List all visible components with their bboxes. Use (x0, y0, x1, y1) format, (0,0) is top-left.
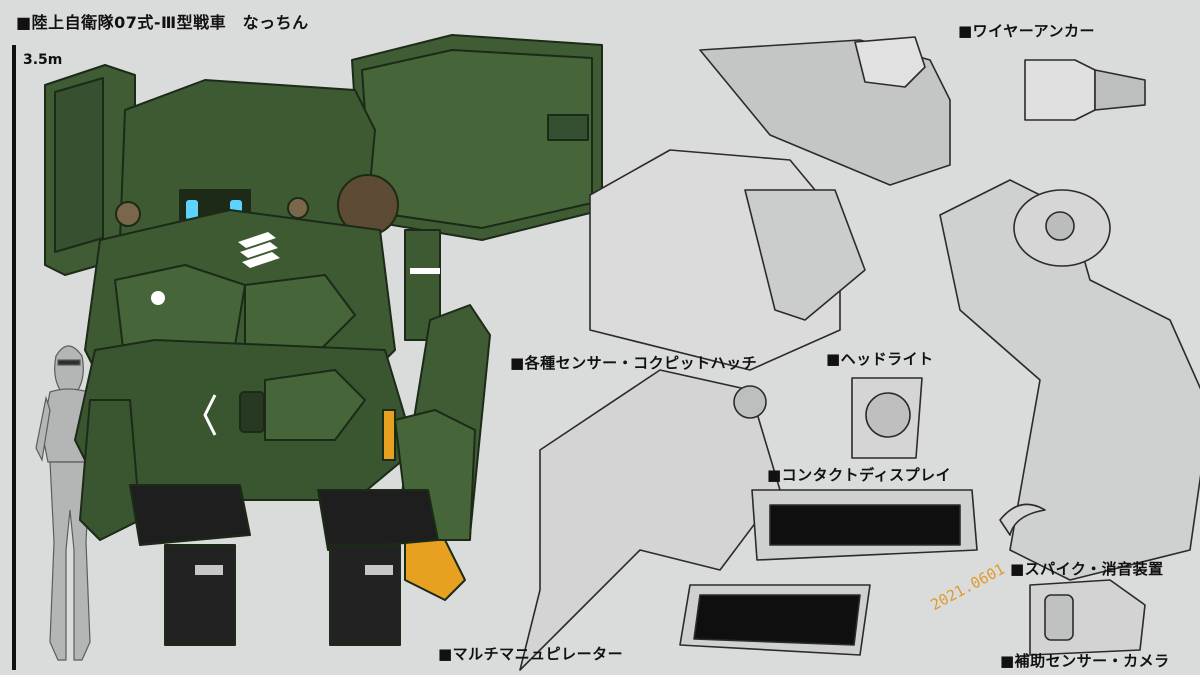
scale-bar (12, 45, 16, 670)
sketch-details (519, 36, 1200, 671)
callout-wire-anchor: ■ワイヤーアンカー (958, 22, 1096, 40)
callout-spike: ■スパイク・消音装置 (1010, 560, 1164, 578)
callout-headlight: ■ヘッドライト (826, 350, 934, 368)
callout-aux-camera: ■補助センサー・カメラ (1000, 652, 1170, 670)
callout-sensor-hatch: ■各種センサー・コクピットハッチ (510, 354, 758, 372)
page-title: ■陸上自衛隊07式-Ⅲ型戦車 なっちん (16, 13, 309, 32)
mech-main (44, 34, 603, 646)
callout-manipulator: ■マルチマニュピレーター (438, 645, 624, 663)
scale-label: 3.5m (23, 52, 63, 68)
callout-contact-display: ■コンタクトディスプレイ (767, 466, 952, 484)
